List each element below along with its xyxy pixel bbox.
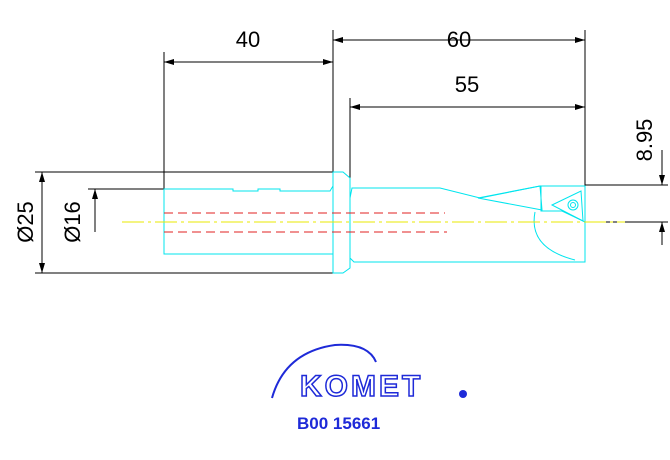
- flute-curve: [533, 211, 576, 261]
- extension-lines: [35, 30, 668, 274]
- komet-logo: KOMET: [271, 343, 467, 404]
- body: [349, 185, 586, 263]
- dimension-lines: [39, 37, 665, 273]
- dim-16-label: Ø16: [60, 201, 85, 243]
- dim-55-label: 55: [455, 72, 479, 97]
- collar: [332, 171, 351, 274]
- flute: [477, 185, 586, 223]
- dim-895-label: 8.95: [632, 119, 657, 162]
- registered-mark-icon: [459, 390, 467, 398]
- shank: [163, 184, 334, 255]
- dim-60-label: 60: [447, 27, 471, 52]
- logo-text: KOMET: [300, 370, 423, 403]
- part-number: B00 15661: [297, 414, 380, 433]
- dim-25-label: Ø25: [13, 201, 38, 243]
- coolant-hidden-lines: [164, 212, 447, 233]
- insert: [550, 190, 584, 222]
- insert-screw-icon: [567, 199, 579, 211]
- drill-body-outline: [163, 171, 586, 274]
- dim-40-label: 40: [236, 27, 260, 52]
